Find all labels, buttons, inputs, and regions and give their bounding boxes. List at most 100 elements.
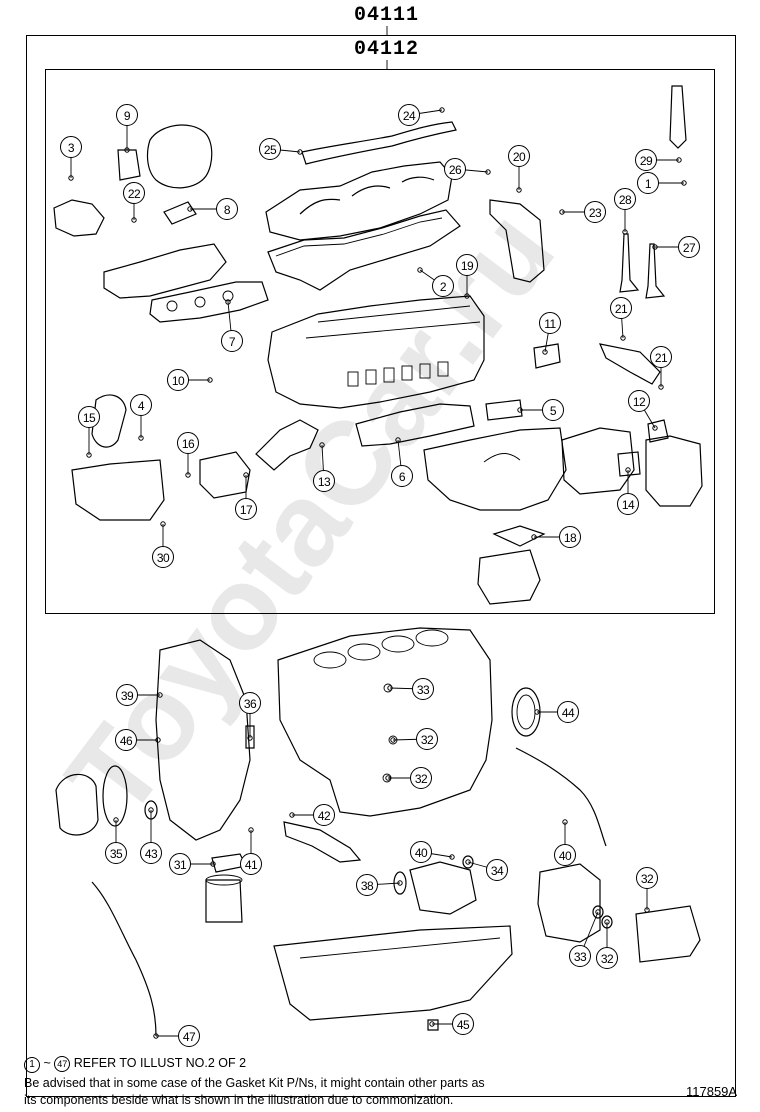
leader-end-40 [562, 819, 568, 825]
leader-end-43 [148, 807, 154, 813]
callout-17: 17 [235, 498, 257, 520]
callout-40: 40 [554, 844, 576, 866]
callout-32: 32 [636, 867, 658, 889]
callout-14: 14 [617, 493, 639, 515]
leader-end-39 [157, 692, 163, 698]
gasket-5-drawing [485, 399, 523, 421]
leader-end-10 [207, 377, 213, 383]
callout-19: 19 [456, 254, 478, 276]
leader-end-24 [439, 107, 445, 113]
callout-41: 41 [240, 853, 262, 875]
water-pump-drawing [55, 773, 99, 836]
callout-16: 16 [177, 432, 199, 454]
exhaust-gasket-drawing [355, 403, 475, 447]
pipe-42-drawing [283, 821, 362, 863]
oil-filter-drawing [205, 879, 243, 923]
callout-13: 13 [313, 470, 335, 492]
gasket-8-drawing [163, 201, 197, 225]
leader-end-11 [542, 349, 548, 355]
callout-31: 31 [169, 853, 191, 875]
leader-end-20 [516, 187, 522, 193]
callout-36: 36 [239, 692, 261, 714]
leader-end-5 [517, 407, 523, 413]
refer-note: 1 ~ 47 REFER TO ILLUST NO.2 OF 2 [24, 1055, 246, 1073]
gasket-14-drawing [617, 451, 641, 477]
callout-27: 27 [678, 236, 700, 258]
oring-33-lower-drawing [592, 905, 604, 919]
gasket-12-drawing [647, 419, 669, 443]
leader-end-15 [86, 452, 92, 458]
callout-21: 21 [610, 297, 632, 319]
leader-end-7 [225, 299, 231, 305]
advisory-line-2: its components beside what is shown in t… [24, 1093, 454, 1107]
leader-end-27 [652, 244, 658, 250]
water-pipe-drawing [515, 747, 607, 847]
callout-15: 15 [78, 406, 100, 428]
callout-43: 43 [140, 842, 162, 864]
leader-end-2 [417, 267, 423, 273]
callout-45: 45 [452, 1013, 474, 1035]
leader-end-32 [644, 907, 650, 913]
pipe-left-drawing [71, 459, 165, 521]
callout-12: 12 [628, 390, 650, 412]
callout-30: 30 [152, 546, 174, 568]
leader-end-42 [289, 812, 295, 818]
callout-1: 1 [637, 172, 659, 194]
inner-kit-frame [45, 69, 715, 614]
callout-20: 20 [508, 145, 530, 167]
leader-end-17 [243, 472, 249, 478]
bracket-21-drawing [598, 343, 661, 385]
callout-18: 18 [559, 526, 581, 548]
kit-part-number: 04111 [354, 4, 420, 27]
callout-2: 2 [432, 275, 454, 297]
egr-cooler-drawing [561, 427, 635, 495]
callout-44: 44 [557, 701, 579, 723]
callout-25: 25 [259, 138, 281, 160]
head-cover-gasket-drawing [301, 121, 457, 165]
leader-end-29 [676, 157, 682, 163]
gasket-18-drawing [492, 525, 546, 547]
cylinder-block-drawing [277, 627, 493, 817]
callout-32: 32 [410, 767, 432, 789]
callout-34: 34 [486, 859, 508, 881]
sub-kit-part-number: 04112 [354, 38, 420, 61]
callout-42: 42 [313, 804, 335, 826]
callout-24: 24 [398, 104, 420, 126]
throttle-body-drawing [477, 549, 541, 605]
leader-end-46 [155, 737, 161, 743]
refer-tilde: ~ [43, 1056, 51, 1070]
leader-end-12 [652, 425, 658, 431]
leader-end-25 [297, 149, 303, 155]
gasket-9-drawing [117, 149, 141, 181]
callout-29: 29 [635, 149, 657, 171]
callout-7: 7 [221, 330, 243, 352]
leader-end-45 [429, 1021, 435, 1027]
callout-32: 32 [416, 728, 438, 750]
leader-end-30 [160, 521, 166, 527]
hose-drawing [91, 394, 127, 448]
head-cover-drawing [265, 161, 461, 291]
callout-4: 4 [130, 394, 152, 416]
leader-end-28 [622, 229, 628, 235]
gasket-36-drawing [245, 725, 255, 749]
exhaust-pipe-drawing [645, 435, 703, 507]
water-pump-gasket-drawing [102, 765, 128, 827]
leader-end-8 [187, 206, 193, 212]
illustration-id: 117859A [686, 1084, 738, 1099]
egr-bracket-drawing [53, 199, 105, 237]
leader-end-13 [319, 442, 325, 448]
leader-end-1 [681, 180, 687, 186]
pipe-mid-drawing [255, 419, 319, 471]
valve-drawing [619, 233, 640, 293]
oring-34-drawing [462, 855, 474, 869]
leader-end-21 [658, 384, 664, 390]
leader-end-3 [68, 175, 74, 181]
water-inlet-drawing [409, 861, 477, 915]
timing-cover-drawing [155, 639, 251, 841]
callout-35: 35 [105, 842, 127, 864]
leader-end-16 [185, 472, 191, 478]
leader-end-21 [620, 335, 626, 341]
exhaust-manifold-drawing [423, 427, 567, 511]
intake-manifold-drawing [103, 243, 269, 323]
callout-22: 22 [123, 182, 145, 204]
